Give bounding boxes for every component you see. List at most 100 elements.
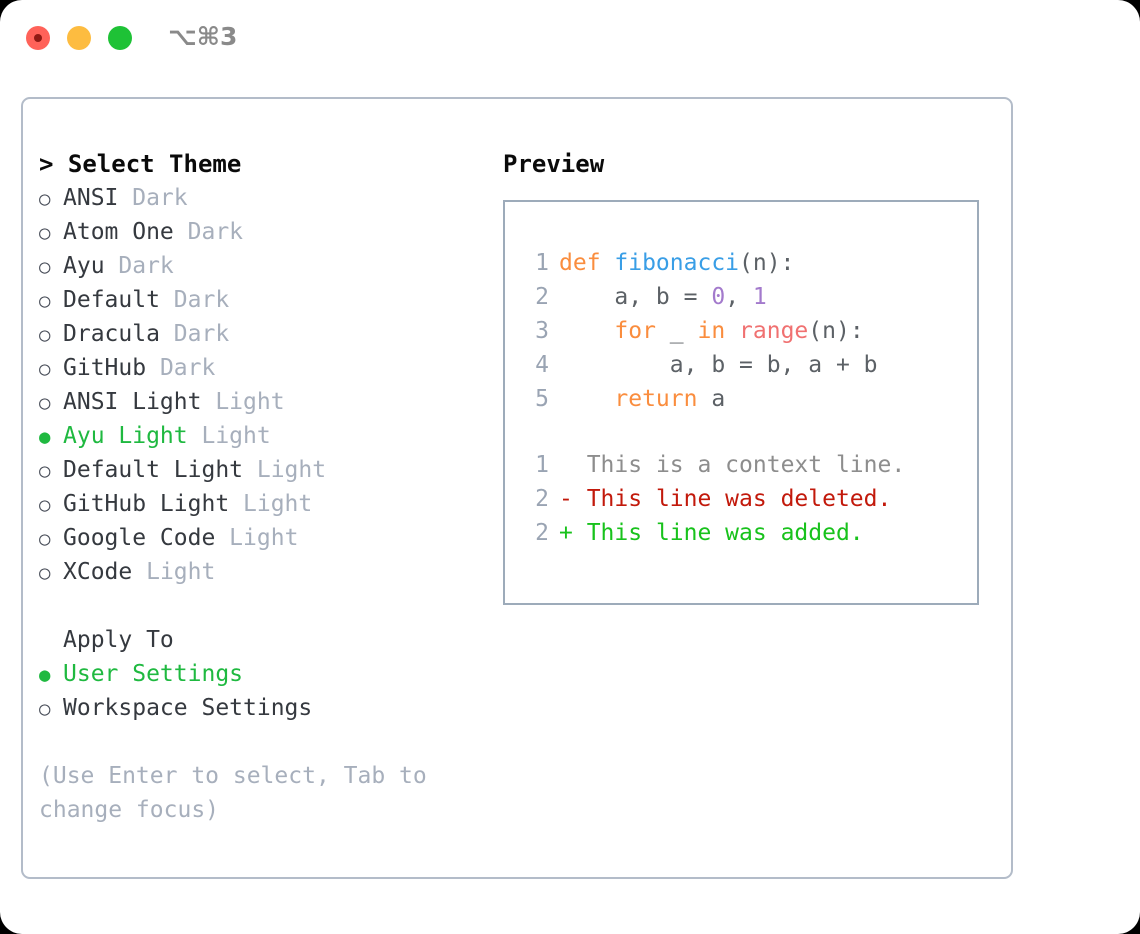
theme-option-xcode[interactable]: ○XCode Light <box>39 555 479 589</box>
radio-unselected-icon: ○ <box>39 392 51 414</box>
code-token: for <box>614 318 656 344</box>
theme-option-name: GitHub <box>63 355 147 381</box>
theme-option-variant: Light <box>229 491 313 517</box>
theme-option-github[interactable]: ○ GitHub Dark <box>39 351 479 385</box>
apply-to-option-name: User Settings <box>63 661 244 687</box>
code-line: 3 for _ in range(n): <box>519 314 977 348</box>
diff-line-number: 2 <box>535 520 549 546</box>
theme-option-variant: Dark <box>159 321 230 347</box>
theme-option-variant: Dark <box>146 355 216 381</box>
code-line-number: 3 <box>535 318 549 344</box>
theme-option-name: GitHub Light <box>63 491 230 517</box>
diff-marker: - <box>559 486 587 512</box>
apply-to-option-name: Workspace Settings <box>63 695 313 721</box>
code-line-text: a, b = b, a + b <box>559 348 878 382</box>
keyboard-shortcut-label: ⌥⌘3 <box>168 22 238 51</box>
radio-unselected-icon: ○ <box>39 256 51 278</box>
theme-option-default-light[interactable]: ○Default Light Light <box>39 453 479 487</box>
radio-unselected-icon: ○ <box>39 324 51 346</box>
code-line-text: return a <box>559 382 725 416</box>
theme-option-variant: Light <box>243 457 327 483</box>
code-token <box>559 386 614 412</box>
code-line-text: def fibonacci(n): <box>559 246 794 280</box>
theme-option-variant: Light <box>132 559 216 585</box>
maximize-window-button[interactable] <box>108 26 132 50</box>
code-token: return <box>614 386 698 412</box>
theme-option-variant: Dark <box>118 185 188 211</box>
code-token: a <box>697 386 726 412</box>
diff-line-number: 2 <box>535 486 549 512</box>
theme-option-name: Google Code <box>63 525 216 551</box>
code-line: 1 def fibonacci(n): <box>519 246 977 280</box>
diff-line: 2+ This line was added. <box>519 516 977 550</box>
theme-option-default[interactable]: ○Default Dark <box>39 283 479 317</box>
code-token: def <box>559 250 615 276</box>
diff-line-number: 1 <box>535 452 549 478</box>
radio-unselected-icon: ○ <box>39 290 51 312</box>
code-line-number: 2 <box>535 284 549 310</box>
diff-marker <box>559 448 587 482</box>
theme-option-google-code[interactable]: ○Google Code Light <box>39 521 479 555</box>
radio-unselected-icon: ○ <box>39 188 51 210</box>
theme-option-ansi-light[interactable]: ○ANSI Light Light <box>39 385 479 419</box>
theme-option-list: ○ANSI Dark○Atom One Dark○Ayu Dark○Defaul… <box>39 181 479 589</box>
code-token: (n): <box>739 250 795 276</box>
code-token: , <box>725 284 753 310</box>
theme-option-variant: Dark <box>104 253 174 279</box>
theme-picker-column: > Select Theme ○ANSI Dark○Atom One Dark○… <box>39 147 479 827</box>
code-token: range <box>739 318 809 344</box>
theme-option-name: Dracula <box>63 321 160 347</box>
theme-option-ayu-light[interactable]: ● Ayu Light Light <box>39 419 479 453</box>
theme-option-variant: Light <box>215 525 299 551</box>
theme-option-variant: Dark <box>173 219 244 245</box>
code-line: 5 return a <box>519 382 977 416</box>
code-token: (n): <box>808 318 864 344</box>
apply-to-option-user-settings[interactable]: ●User Settings <box>39 657 479 691</box>
section-spacer <box>39 589 479 623</box>
theme-option-ayu[interactable]: ○ Ayu Dark <box>39 249 479 283</box>
radio-unselected-icon: ○ <box>39 494 51 516</box>
code-token: in <box>697 318 726 344</box>
code-token <box>559 318 614 344</box>
code-token: a, b = b, a + b <box>559 352 878 378</box>
theme-option-dracula[interactable]: ○ Dracula Dark <box>39 317 479 351</box>
theme-option-variant: Light <box>187 423 271 449</box>
theme-option-github-light[interactable]: ○ GitHub Light Light <box>39 487 479 521</box>
code-line-text: for _ in range(n): <box>559 314 864 348</box>
theme-option-name: Ayu Light <box>63 423 188 449</box>
preview-heading: Preview <box>503 150 605 178</box>
radio-selected-icon: ● <box>39 426 51 448</box>
theme-option-name: Ayu <box>63 253 105 279</box>
code-line-number: 5 <box>535 386 549 412</box>
theme-option-atom-one[interactable]: ○Atom One Dark <box>39 215 479 249</box>
close-window-button[interactable] <box>26 26 50 50</box>
code-token: a, b = <box>559 284 712 310</box>
diff-line: 1 This is a context line. <box>519 448 977 482</box>
theme-option-ansi[interactable]: ○ ANSI Dark <box>39 181 479 215</box>
keyboard-hint-text: (Use Enter to select, Tab to change focu… <box>39 763 441 823</box>
radio-unselected-icon: ○ <box>39 460 51 482</box>
minimize-window-button[interactable] <box>67 26 91 50</box>
title-bar: ⌥⌘3 <box>0 0 1140 78</box>
diff-line-text: This is a context line. <box>586 452 906 478</box>
radio-unselected-icon: ○ <box>39 358 51 380</box>
code-token: 1 <box>752 284 767 310</box>
code-line-text: a, b = 0, 1 <box>559 280 767 314</box>
theme-option-variant: Light <box>201 389 285 415</box>
code-token: _ <box>655 318 698 344</box>
theme-option-name: ANSI <box>63 185 119 211</box>
theme-option-name: Default <box>63 287 160 313</box>
apply-to-option-workspace-settings[interactable]: ○ Workspace Settings <box>39 691 479 725</box>
code-line: 2 a, b = 0, 1 <box>519 280 977 314</box>
window-controls <box>26 26 132 50</box>
diff-sample: 1 This is a context line.2- This line wa… <box>519 448 977 550</box>
code-line-number: 1 <box>535 250 549 276</box>
radio-unselected-icon: ○ <box>39 562 51 584</box>
code-token: 0 <box>711 284 726 310</box>
radio-unselected-icon: ○ <box>39 698 51 720</box>
code-line: 4 a, b = b, a + b <box>519 348 977 382</box>
